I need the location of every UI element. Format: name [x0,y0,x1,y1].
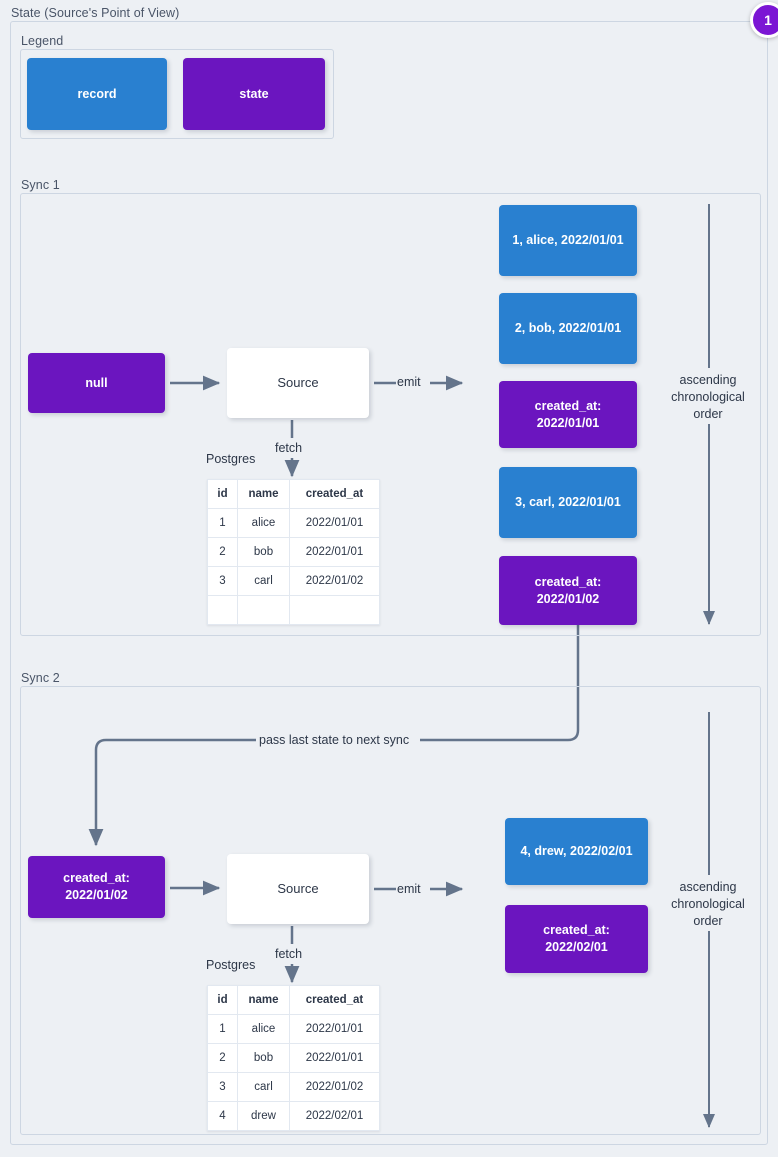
sync1-table: id name created_at 1 alice 2022/01/01 2 … [207,479,380,625]
cell-name: alice [237,508,290,538]
cell-id: 2 [207,1043,238,1073]
cell-id [207,595,238,625]
table-row: 4 drew 2022/02/01 [207,1101,380,1131]
sync2-input-state: created_at: 2022/01/02 [28,856,165,918]
cell-name: bob [237,537,290,567]
sync2-emitted-record-1: 4, drew, 2022/02/01 [505,818,648,885]
cell-created-at: 2022/01/02 [289,1072,380,1102]
cell-id: 1 [207,1014,238,1044]
cell-name: carl [237,1072,290,1102]
state-key: created_at: [534,574,602,589]
sync1-input-state: null [28,353,165,413]
legend-frame [20,49,334,139]
sync2-emitted-state-1: created_at: 2022/02/01 [505,905,648,973]
sync1-source-node: Source [227,348,369,418]
table-header-row: id name created_at [207,479,380,509]
column-header-id: id [207,479,238,509]
sync2-emit-label: emit [397,882,421,896]
table-row: 1 alice 2022/01/01 [207,508,380,538]
column-header-created-at: created_at [289,985,380,1015]
column-header-name: name [237,479,290,509]
cell-created-at: 2022/02/01 [289,1101,380,1131]
cell-id: 4 [207,1101,238,1131]
table-header-row: id name created_at [207,985,380,1015]
cell-name: drew [237,1101,290,1131]
cell-name: carl [237,566,290,596]
step-badge[interactable]: 1 [750,2,778,38]
state-value: 2022/01/02 [65,888,128,902]
sync2-title: Sync 2 [21,671,60,685]
cell-name: bob [237,1043,290,1073]
cell-id: 1 [207,508,238,538]
outer-frame [10,21,768,1145]
sync1-emitted-record-3: 3, carl, 2022/01/01 [499,467,637,538]
state-key: created_at: [543,923,610,938]
cell-created-at: 2022/01/01 [289,1043,380,1073]
state-value: 2022/01/02 [536,591,600,606]
cell-created-at [289,595,380,625]
table-row-empty [207,595,380,625]
sync1-order-note: ascending chronological order [662,372,754,423]
table-row: 3 carl 2022/01/02 [207,1072,380,1102]
cell-created-at: 2022/01/01 [289,537,380,567]
sync2-frame [20,686,761,1135]
cell-created-at: 2022/01/01 [289,508,380,538]
sync1-emitted-record-2: 2, bob, 2022/01/01 [499,293,637,364]
legend-item-record: record [27,58,167,130]
column-header-name: name [237,985,290,1015]
table-row: 3 carl 2022/01/02 [207,566,380,596]
sync2-fetch-label: fetch [275,947,303,961]
state-value: 2022/01/01 [536,415,600,430]
cell-created-at: 2022/01/02 [289,566,380,596]
cell-id: 3 [207,1072,238,1102]
table-row: 1 alice 2022/01/01 [207,1014,380,1044]
sync2-order-note: ascending chronological order [662,879,754,930]
sync1-emitted-state-1: created_at: 2022/01/01 [499,381,637,448]
sync1-frame [20,193,761,636]
sync1-emitted-record-1: 1, alice, 2022/01/01 [499,205,637,276]
page-title: State (Source's Point of View) [11,6,180,20]
sync2-database-label: Postgres [206,958,256,972]
sync2-table: id name created_at 1 alice 2022/01/01 2 … [207,985,380,1131]
sync1-database-label: Postgres [206,452,256,466]
sync1-fetch-label: fetch [275,441,303,455]
state-key: created_at: [534,398,602,413]
table-row: 2 bob 2022/01/01 [207,1043,380,1073]
cell-id: 2 [207,537,238,567]
table-row: 2 bob 2022/01/01 [207,537,380,567]
cell-created-at: 2022/01/01 [289,1014,380,1044]
column-header-id: id [207,985,238,1015]
legend-item-state: state [183,58,325,130]
state-value: 2022/02/01 [545,940,608,954]
cell-name: alice [237,1014,290,1044]
sync1-title: Sync 1 [21,178,60,192]
sync1-emit-label: emit [397,375,421,389]
column-header-created-at: created_at [289,479,380,509]
pass-state-label: pass last state to next sync [259,733,410,747]
cell-id: 3 [207,566,238,596]
cell-name [237,595,290,625]
legend-title: Legend [21,34,64,48]
sync2-source-node: Source [227,854,369,924]
state-key: created_at: [63,871,130,886]
sync1-emitted-state-2: created_at: 2022/01/02 [499,556,637,625]
